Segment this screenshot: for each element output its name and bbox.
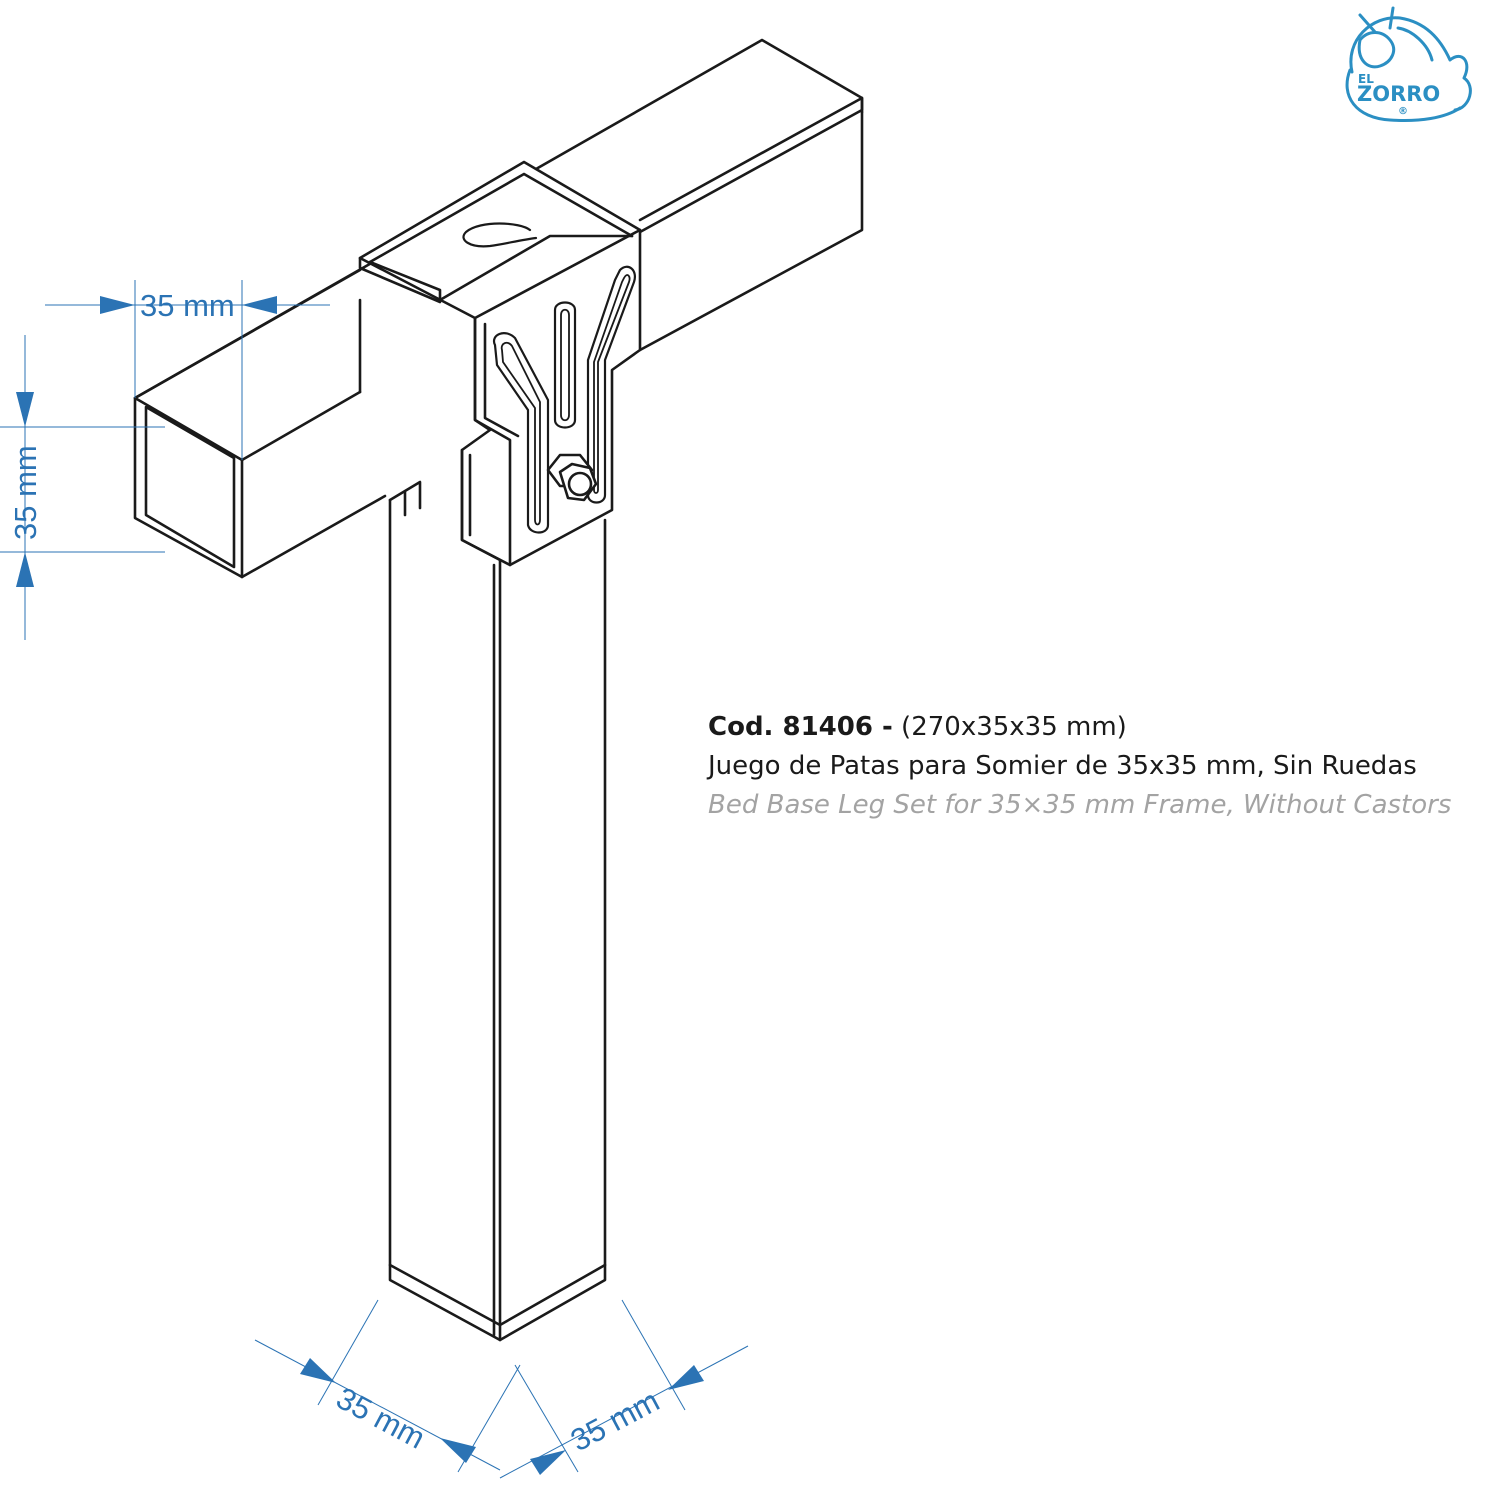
leg-tube (388, 480, 607, 1342)
arrow-top-left (100, 296, 135, 314)
arrow-top-right (242, 296, 277, 314)
dim-top-width: 35 mm (140, 288, 235, 323)
brand-logo: EL ZORRO ® (1345, 6, 1472, 122)
logo-registered-mark: ® (1398, 106, 1408, 117)
dimension-arrows (16, 296, 704, 1475)
arrow-bl-2 (440, 1438, 476, 1463)
arrow-side-bottom (16, 552, 34, 587)
caption-code-line: Cod. 81406 - (270x35x35 mm) (708, 708, 1488, 747)
arrow-bl-1 (300, 1358, 336, 1383)
title-spanish: Juego de Patas para Somier de 35x35 mm, … (708, 751, 1417, 781)
technical-drawing (133, 38, 864, 1342)
arrow-br-1 (530, 1450, 566, 1475)
dim-side-height: 35 mm (8, 445, 43, 540)
arrow-side-top (16, 392, 34, 427)
dim-bottom-left: 35 mm (331, 1380, 431, 1455)
bracket (358, 160, 642, 567)
arrow-br-2 (668, 1365, 704, 1390)
dimension-lines (0, 280, 749, 1479)
fox-logo-icon (1345, 6, 1472, 122)
logo-small-text: EL (1358, 72, 1374, 86)
dim-bottom-right: 35 mm (565, 1383, 665, 1458)
product-size: (270x35x35 mm) (892, 712, 1127, 742)
title-english: Bed Base Leg Set for 35×35 mm Frame, Wit… (708, 790, 1452, 820)
product-code: Cod. 81406 - (708, 712, 893, 742)
product-caption: Cod. 81406 - (270x35x35 mm) Juego de Pat… (708, 708, 1488, 825)
logo-name: ZORRO (1357, 82, 1440, 106)
